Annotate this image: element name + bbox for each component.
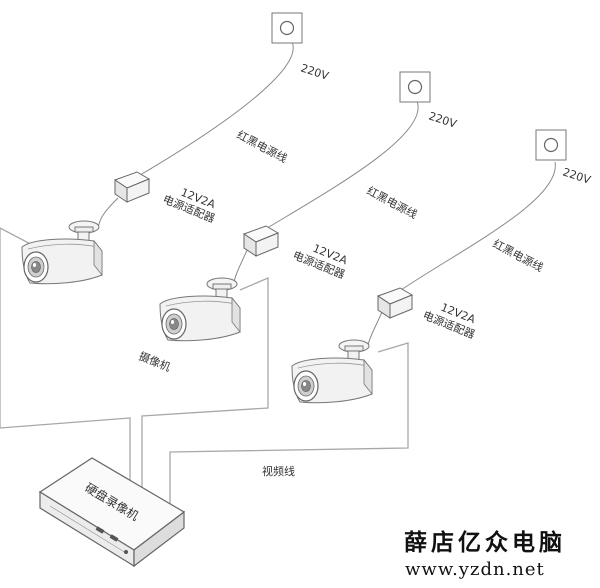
power-cable-label-2: 红黑电源线	[365, 183, 420, 221]
camera-1	[21, 220, 103, 285]
video-cable-label: 视频线	[262, 464, 295, 478]
video-cable-camera-2	[141, 277, 269, 494]
adapter-cable-3	[367, 311, 383, 346]
voltage-label-2: 220V	[427, 109, 459, 130]
video-cables	[0, 227, 409, 512]
camera-2	[159, 277, 241, 342]
video-cable-camera-3	[169, 342, 409, 512]
power-cable-1	[134, 39, 294, 179]
video-cable-camera-1	[0, 227, 131, 490]
power-adapter-2	[243, 225, 279, 257]
power-adapter-1	[114, 171, 150, 203]
camera-3	[291, 339, 373, 404]
voltage-label-3: 220V	[561, 165, 593, 186]
watermark-url: www.yzdn.net	[405, 559, 545, 580]
power-cable-3	[397, 161, 556, 293]
adapter-cable-2	[233, 247, 249, 283]
adapter-cable-1	[97, 197, 119, 229]
watermark-name: 薛店亿众电脑	[404, 529, 566, 556]
power-cable-2	[263, 100, 419, 231]
power-cables	[97, 39, 556, 346]
power-outlet-3	[535, 129, 567, 161]
camera-label: 摄像机	[137, 349, 173, 374]
voltage-label-1: 220V	[299, 61, 331, 82]
power-outlet-2	[399, 71, 431, 103]
power-cable-label-3: 红黑电源线	[491, 236, 546, 274]
power-adapter-3	[377, 287, 413, 319]
nvr-device	[38, 457, 186, 568]
power-outlet-1	[271, 12, 303, 44]
power-cable-label-1: 红黑电源线	[235, 127, 290, 165]
